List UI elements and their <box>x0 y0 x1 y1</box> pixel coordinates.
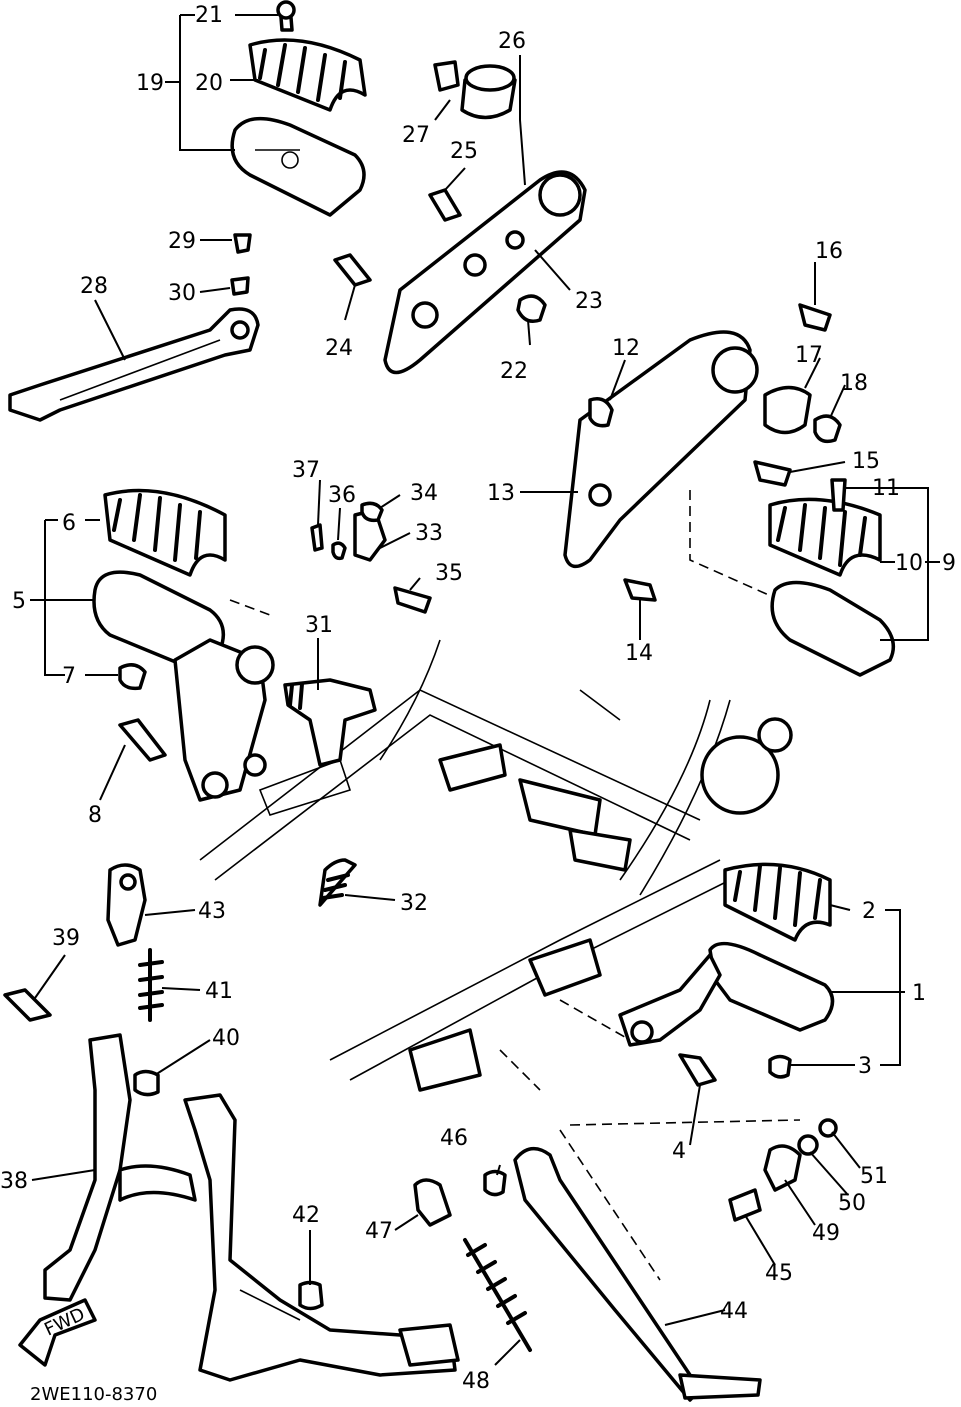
part-label-24: 24 <box>325 336 353 361</box>
part-label-18: 18 <box>840 371 868 396</box>
part-label-5: 5 <box>12 589 26 614</box>
part-label-31: 31 <box>305 613 333 638</box>
part-label-6: 6 <box>62 511 76 536</box>
part-label-14: 14 <box>625 641 653 666</box>
part-label-32: 32 <box>400 891 428 916</box>
part-label-2: 2 <box>862 899 876 924</box>
part-label-9: 9 <box>942 551 956 576</box>
part-label-39: 39 <box>52 926 80 951</box>
leader-lines <box>30 14 940 1366</box>
part-label-10: 10 <box>895 551 923 576</box>
center-stand-38 <box>43 1033 460 1382</box>
part-label-15: 15 <box>852 449 880 474</box>
part-label-13: 13 <box>487 481 515 506</box>
part-label-29: 29 <box>168 229 196 254</box>
part-label-45: 45 <box>765 1261 793 1286</box>
part-label-11: 11 <box>872 476 900 501</box>
drawing-code: 2WE110-8370 <box>30 1384 157 1405</box>
front-footrest-right-group <box>618 862 835 1087</box>
part-label-7: 7 <box>62 664 76 689</box>
part-label-41: 41 <box>205 979 233 1004</box>
part-label-47: 47 <box>365 1219 393 1244</box>
front-footrest-left-group <box>92 488 275 802</box>
rear-footrest-left-group <box>230 0 367 217</box>
brake-pedal-28 <box>8 233 260 422</box>
part-label-34: 34 <box>410 481 438 506</box>
part-label-42: 42 <box>292 1203 320 1228</box>
part-label-46: 46 <box>440 1126 468 1151</box>
part-label-16: 16 <box>815 239 843 264</box>
part-label-21: 21 <box>195 3 223 28</box>
part-label-25: 25 <box>450 139 478 164</box>
part-label-48: 48 <box>462 1369 490 1394</box>
part-label-37: 37 <box>292 458 320 483</box>
stand-hardware-left <box>3 863 164 1097</box>
part-label-35: 35 <box>435 561 463 586</box>
part-label-20: 20 <box>195 71 223 96</box>
part-label-4: 4 <box>672 1139 686 1164</box>
part-label-1: 1 <box>912 981 926 1006</box>
part-labels: 21 19 20 26 27 25 29 30 28 24 22 23 16 1… <box>0 3 956 1394</box>
part-label-26: 26 <box>498 29 526 54</box>
bracket-23 <box>333 170 587 375</box>
part-label-38: 38 <box>0 1169 28 1194</box>
part-label-12: 12 <box>612 336 640 361</box>
part-label-50: 50 <box>838 1191 866 1216</box>
part-label-49: 49 <box>812 1221 840 1246</box>
part-label-8: 8 <box>88 803 102 828</box>
part-label-43: 43 <box>198 899 226 924</box>
part-label-27: 27 <box>402 123 430 148</box>
footrest-19 <box>230 116 366 217</box>
shift-linkage-group <box>283 501 432 907</box>
part-label-3: 3 <box>858 1054 872 1079</box>
part-label-30: 30 <box>168 281 196 306</box>
motorcycle-frame <box>199 490 793 1092</box>
part-label-33: 33 <box>415 521 443 546</box>
part-label-28: 28 <box>80 274 108 299</box>
side-stand-group <box>413 1118 838 1402</box>
part-label-36: 36 <box>328 483 356 508</box>
part-label-22: 22 <box>500 359 528 384</box>
rear-footrest-right-group <box>768 478 896 677</box>
part-label-17: 17 <box>795 343 823 368</box>
part-label-44: 44 <box>720 1299 748 1324</box>
part-label-40: 40 <box>212 1026 240 1051</box>
footrest-rubber-20 <box>248 38 367 112</box>
bracket-13-group <box>563 303 842 602</box>
bushings-26-27 <box>433 60 517 120</box>
fwd-arrow-icon: FWD <box>18 1298 97 1367</box>
part-label-51: 51 <box>860 1164 888 1189</box>
part-label-19: 19 <box>136 71 164 96</box>
part-label-23: 23 <box>575 289 603 314</box>
